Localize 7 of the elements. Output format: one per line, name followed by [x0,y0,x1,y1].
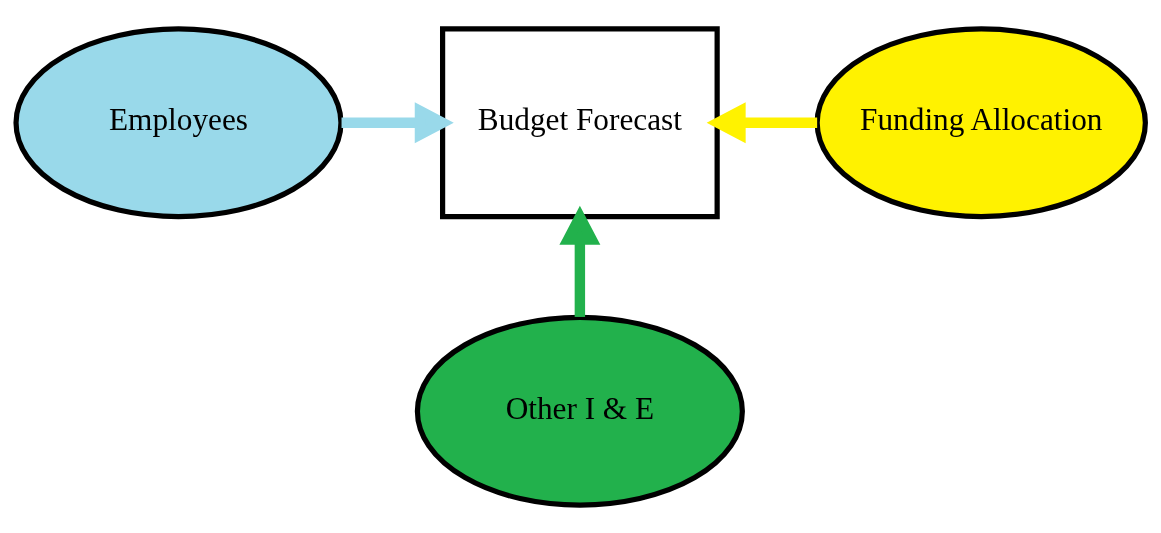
node-ellipse: Employees [13,25,344,219]
node-box: Budget Forecast [440,25,720,219]
arrow [559,205,601,317]
node-ellipse: Funding Allocation [814,25,1148,219]
arrow [341,101,454,143]
node-ellipse: Other I & E [414,314,745,508]
arrow [706,101,818,143]
